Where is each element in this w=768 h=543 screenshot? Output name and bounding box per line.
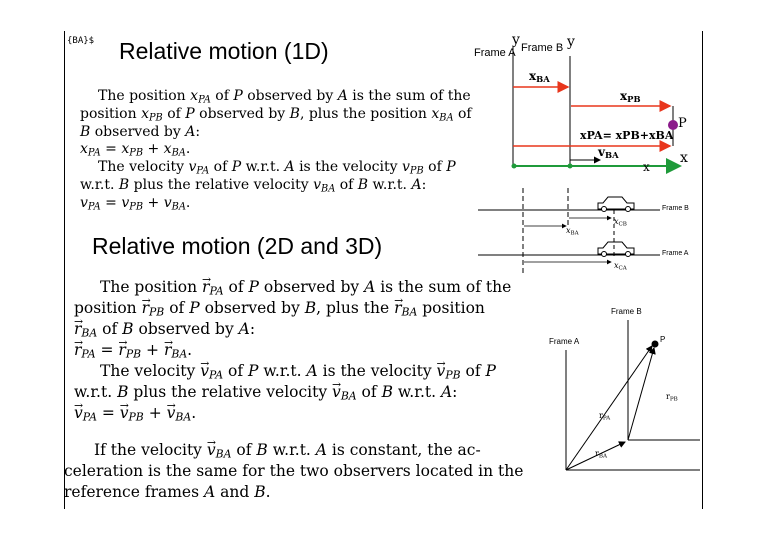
text-line: B observed by A:: [80, 123, 201, 140]
paragraph-1d: The position xPA of P observed by A is t…: [80, 88, 472, 213]
text-line: The position xPA of P observed by A is t…: [98, 88, 471, 106]
fig3-rba-label: rBA: [595, 449, 607, 460]
text-line: The velocity vPA of P w.r.t. A is the ve…: [98, 159, 456, 177]
heading-1d: Relative motion (1D): [119, 38, 329, 64]
fig1-y-right: y: [567, 34, 575, 50]
fig1-xpa-equation: xPA= xPB+xBA: [580, 129, 674, 142]
fig1-xpb-label: xPB: [620, 89, 641, 105]
equation: xPA = xPB + xBA.: [80, 141, 191, 159]
equation: rPA = rPB + rBA.: [74, 332, 511, 361]
text-line: position rPB of P observed by B, plus th…: [74, 290, 511, 319]
fig2-frame-a-label: Frame A: [662, 250, 689, 257]
point-p-2d: [651, 340, 659, 348]
equation: vPA = vPB + vBA.: [74, 395, 511, 424]
fig2-frame-b-label: Frame B: [662, 205, 689, 212]
origin-b: [567, 163, 573, 169]
fig3-frame-a-label: Frame A: [549, 337, 580, 346]
fig3-p-label: P: [660, 335, 666, 344]
slide-tag: {BA}$: [67, 36, 95, 46]
fig1-y-left: y: [512, 32, 520, 48]
text-line: If the velocity vBA of B w.r.t. A is con…: [64, 432, 523, 461]
text-line: position xPB of P observed by B, plus th…: [80, 105, 472, 124]
slide-frame: [64, 31, 703, 509]
rpb-vector: [627, 347, 656, 441]
text-line: reference frames A and B.: [64, 483, 271, 501]
text-line: The velocity vPA of P w.r.t. A is the ve…: [74, 353, 511, 382]
text-line: The position rPA of P observed by A is t…: [74, 269, 511, 298]
origin-a: [511, 163, 517, 169]
fig2-xcb-label: xCB: [614, 217, 627, 228]
fig2-xca-label: xCA: [614, 261, 627, 272]
fig1-x-label: x: [643, 160, 650, 174]
fig1-frame-a-label: Frame A: [474, 47, 516, 59]
point-p: [668, 120, 678, 130]
fig1-p-label: P: [678, 116, 687, 131]
equation: vPA = vPB + vBA.: [80, 194, 191, 213]
rpa-vector: [565, 345, 653, 471]
paragraph-2d: The position rPA of P observed by A is t…: [74, 269, 511, 424]
fig3-rpa-label: rPA: [599, 411, 611, 422]
car-icon-b: [597, 196, 635, 212]
heading-2d: Relative motion (2D and 3D): [92, 233, 383, 259]
fig1-x-axis-label: x: [680, 150, 688, 166]
fig3-frame-b-label: Frame B: [611, 307, 642, 316]
fig3-rpb-label: rPB: [666, 392, 678, 403]
text-line: rBA of B observed by A:: [74, 311, 511, 340]
fig1-xba-label: xBA: [529, 69, 550, 85]
fig1-vba-label: vBA: [598, 145, 619, 161]
paragraph-constant: If the velocity vBA of B w.r.t. A is con…: [64, 432, 524, 503]
fig1-frame-b-label: Frame B: [521, 42, 564, 54]
text-line: celeration is the same for the two obser…: [64, 462, 524, 480]
text-line: w.r.t. B plus the relative velocity vBA …: [80, 176, 427, 195]
rba-vector: [565, 441, 626, 471]
car-icon-a: [597, 241, 635, 257]
fig2-xba-label: xBA: [566, 226, 579, 237]
text-line: w.r.t. B plus the relative velocity vBA …: [74, 374, 511, 403]
